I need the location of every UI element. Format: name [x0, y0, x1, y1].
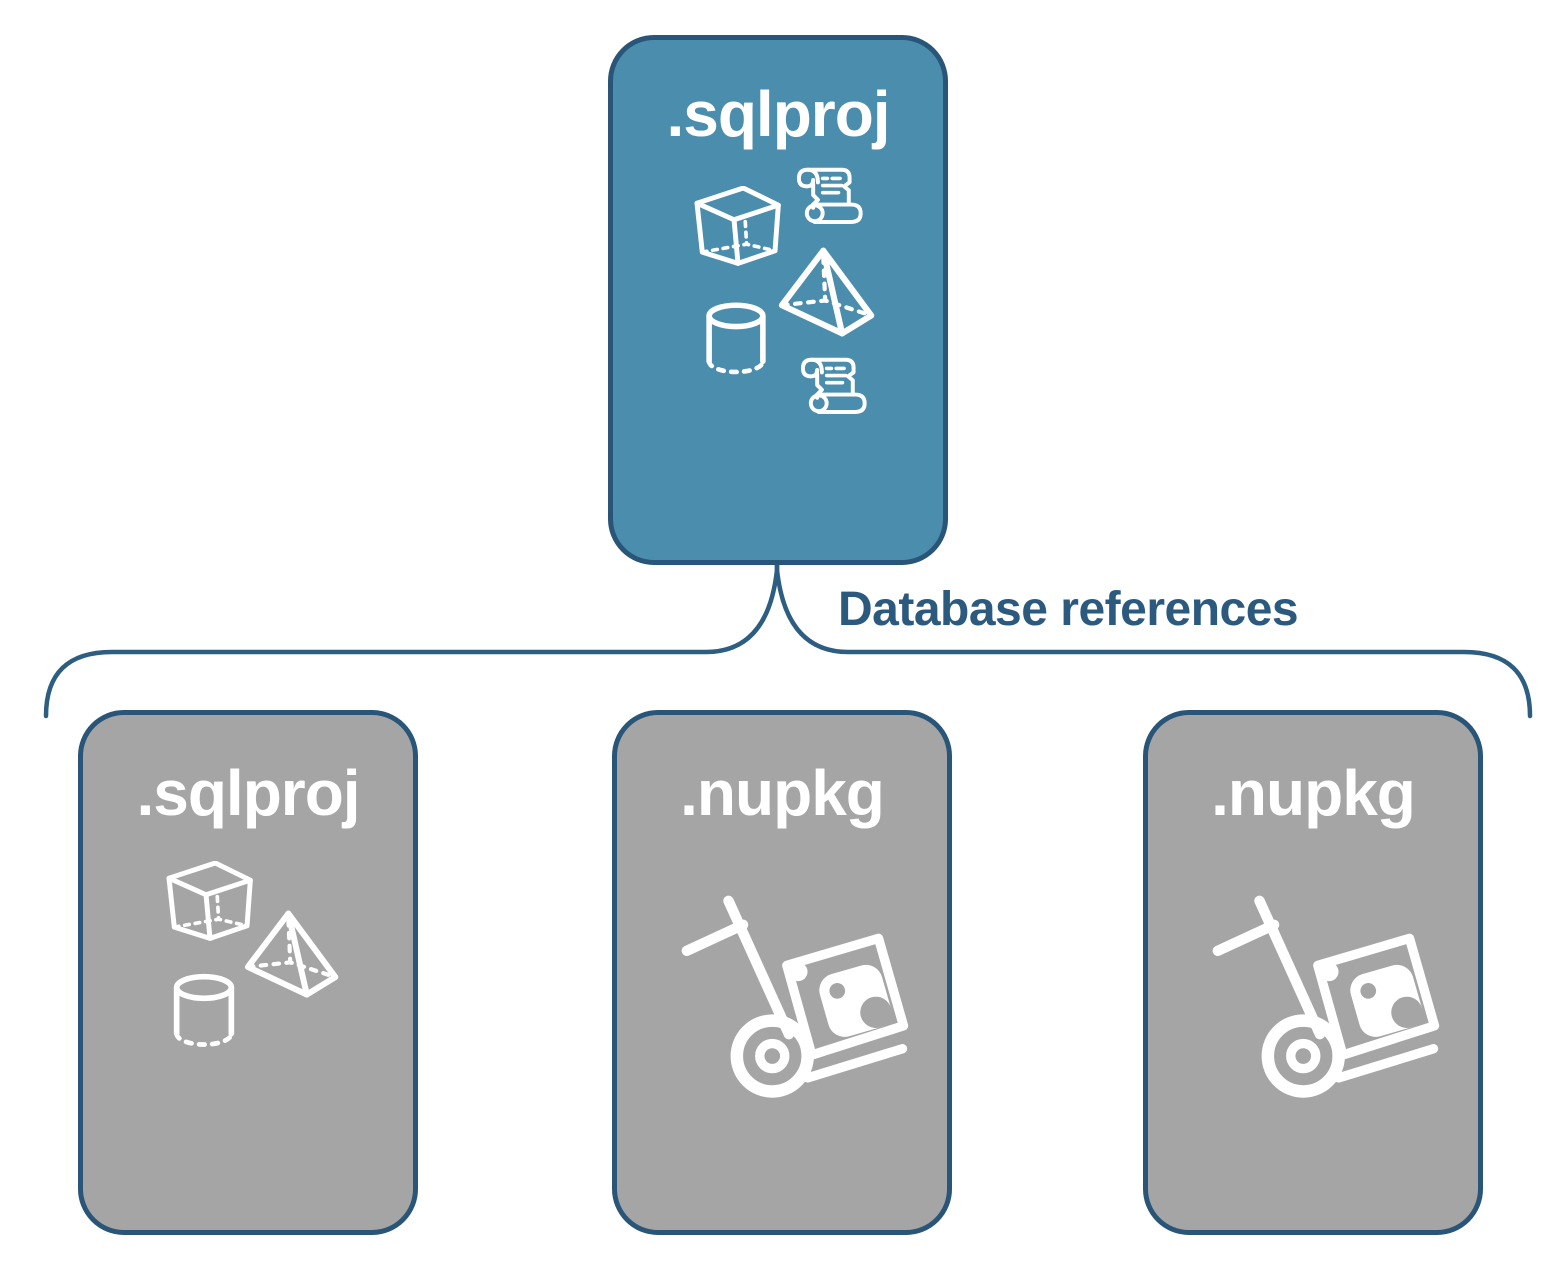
scroll-icon	[795, 352, 871, 426]
cube-icon	[693, 186, 783, 268]
pyramid-icon	[775, 246, 881, 340]
database-references-label: Database references	[838, 583, 1299, 636]
scroll-icon	[791, 162, 867, 236]
nuget-handtruck-icon	[1194, 855, 1450, 1105]
cylinder-icon	[171, 973, 237, 1051]
parent-sqlproj-title: .sqlproj	[666, 78, 890, 150]
referenced-sqlproj-box: .sqlproj	[78, 710, 418, 1235]
parent-sqlproj-box: .sqlproj	[608, 35, 948, 565]
referenced-nupkg-title-2: .nupkg	[1211, 757, 1416, 829]
nuget-handtruck-icon	[663, 855, 919, 1105]
referenced-nupkg-box-1: .nupkg	[612, 710, 952, 1235]
referenced-nupkg-title-1: .nupkg	[680, 757, 885, 829]
referenced-sqlproj-title: .sqlproj	[136, 757, 360, 829]
brace-left-arm	[43, 558, 780, 719]
pyramid-icon	[241, 909, 345, 1001]
referenced-nupkg-box-2: .nupkg	[1143, 710, 1483, 1235]
cylinder-icon	[703, 302, 769, 378]
